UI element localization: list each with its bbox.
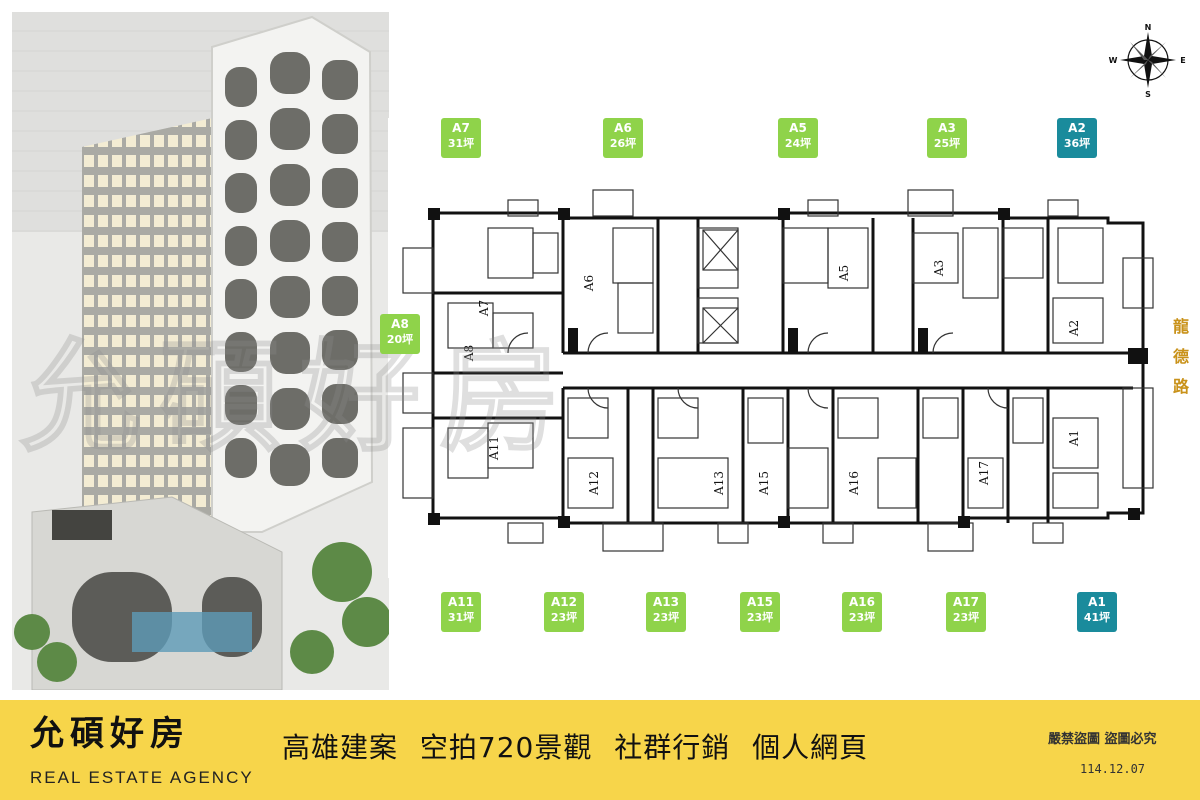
unit-tag-a2: A2 36坪 [1057, 118, 1097, 158]
unit-code: A13 [653, 595, 679, 609]
unit-size: 41坪 [1083, 611, 1111, 624]
unit-code: A2 [1068, 121, 1086, 135]
compass-icon: N S W E [1109, 23, 1186, 99]
compass-rose: N S W E [1108, 22, 1188, 99]
unit-code: A16 [849, 595, 875, 609]
plan-label-a17: A17 [977, 461, 991, 486]
unit-tag-a17: A17 23坪 [946, 592, 986, 632]
plan-label-a7: A7 [477, 300, 491, 317]
unit-size: 31坪 [447, 137, 475, 150]
road-name: 龍 德 路 [1170, 312, 1192, 402]
plan-label-a5: A5 [837, 265, 851, 282]
floor-plan-drawing: A7 A6 A5 A3 A2 A8 A1 A11 A12 A13 A15 A16… [402, 189, 1154, 552]
plan-label-a12: A12 [587, 471, 601, 496]
plan-label-a3: A3 [932, 260, 946, 277]
plan-label-a16: A16 [847, 471, 861, 496]
compass-n: N [1145, 23, 1152, 32]
unit-code: A6 [614, 121, 632, 135]
unit-code: A11 [448, 595, 474, 609]
unit-code: A7 [452, 121, 470, 135]
unit-size: 23坪 [746, 611, 774, 624]
road-char-1: 龍 [1172, 317, 1189, 336]
unit-tag-a3: A3 25坪 [927, 118, 967, 158]
unit-size: 24坪 [784, 137, 812, 150]
plan-label-a6: A6 [582, 275, 596, 292]
unit-tag-a1: A1 41坪 [1077, 592, 1117, 632]
building-rendering [12, 12, 389, 690]
publish-date: 114.12.07 [1080, 762, 1146, 776]
unit-size: 26坪 [609, 137, 637, 150]
compass-e: E [1180, 56, 1185, 65]
unit-tag-a13: A13 23坪 [646, 592, 686, 632]
plan-label-a8: A8 [462, 345, 476, 362]
compass-w: W [1109, 56, 1118, 65]
unit-tag-a16: A16 23坪 [842, 592, 882, 632]
compass-s: S [1145, 90, 1151, 98]
road-char-3: 路 [1172, 377, 1189, 396]
plan-label-a13: A13 [712, 471, 726, 496]
service-slogan: 高雄建案 空拍720景觀 社群行銷 個人網頁 [282, 731, 869, 764]
plan-label-a2: A2 [1067, 320, 1081, 337]
unit-code: A17 [953, 595, 979, 609]
unit-size: 31坪 [447, 611, 475, 624]
unit-code: A5 [789, 121, 807, 135]
unit-tag-a12: A12 23坪 [544, 592, 584, 632]
unit-size: 25坪 [933, 137, 961, 150]
copyright-warning: 嚴禁盜圖 盜圖必究 [1048, 732, 1157, 747]
unit-code: A3 [938, 121, 956, 135]
unit-size: 23坪 [952, 611, 980, 624]
plan-label-a15: A15 [757, 471, 771, 496]
unit-size: 20坪 [386, 333, 414, 346]
unit-size: 23坪 [652, 611, 680, 624]
plan-label-a1: A1 [1067, 430, 1081, 447]
unit-tag-a11: A11 31坪 [441, 592, 481, 632]
floor-plan: A7 A6 A5 A3 A2 A8 A1 A11 A12 A13 A15 A16… [388, 118, 1178, 578]
unit-code: A15 [747, 595, 773, 609]
unit-tag-a15: A15 23坪 [740, 592, 780, 632]
unit-tag-a5: A5 24坪 [778, 118, 818, 158]
road-char-2: 德 [1172, 347, 1189, 366]
unit-size: 23坪 [550, 611, 578, 624]
unit-code: A8 [391, 317, 409, 331]
unit-tag-a7: A7 31坪 [441, 118, 481, 158]
building-illustration [12, 12, 389, 690]
unit-size: 23坪 [848, 611, 876, 624]
brand-tagline: REAL ESTATE AGENCY [30, 768, 254, 787]
unit-tag-a8: A8 20坪 [380, 314, 420, 354]
footer-banner [0, 700, 1200, 800]
unit-code: A1 [1088, 595, 1106, 609]
brand-name: 允碩好房 [30, 714, 190, 754]
unit-code: A12 [551, 595, 577, 609]
plan-label-a11: A11 [487, 436, 501, 461]
unit-tag-a6: A6 26坪 [603, 118, 643, 158]
unit-size: 36坪 [1063, 137, 1091, 150]
